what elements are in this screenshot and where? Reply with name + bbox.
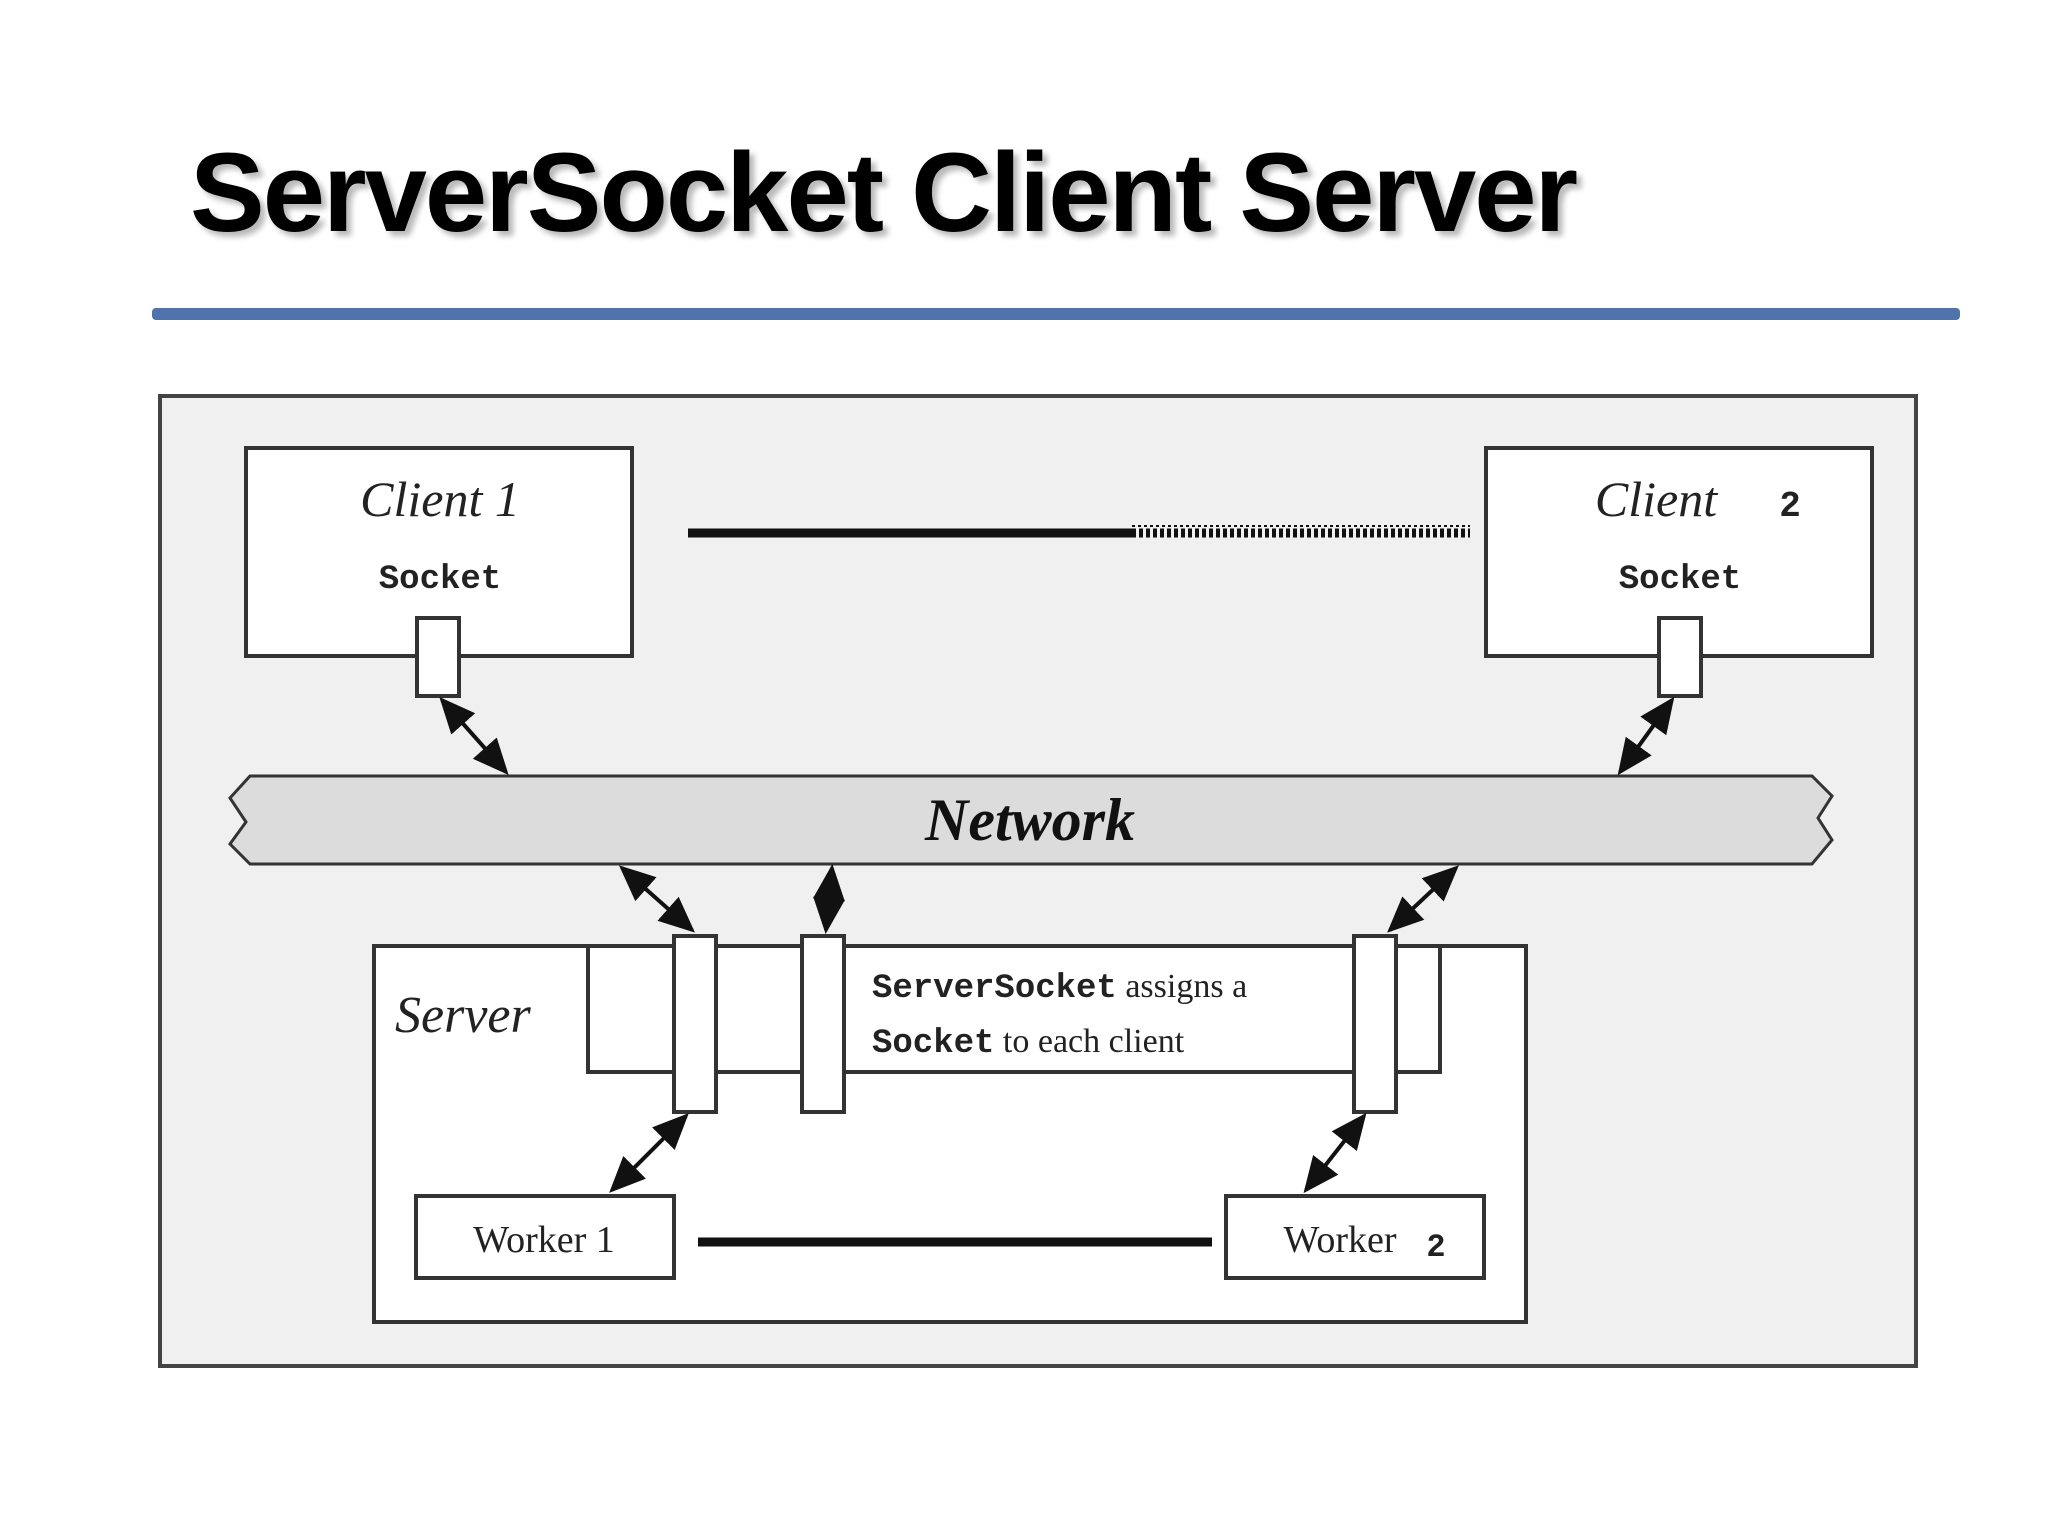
client-1-socket-label: Socket <box>379 561 501 599</box>
server-socket-worker-1 <box>672 934 718 1114</box>
server-socket-worker-2 <box>1352 934 1398 1114</box>
worker-2-number: 2 <box>1426 1229 1445 1266</box>
network-band: Network <box>228 774 1834 866</box>
client-2-box: Client 2 Socket <box>1484 446 1874 698</box>
slide-title: ServerSocket Client Server <box>190 130 1578 255</box>
server-listening-socket <box>800 934 846 1114</box>
server-label: Server <box>395 987 531 1044</box>
server-note-text-1: assigns a <box>1117 968 1247 1005</box>
client-2-socket <box>1657 616 1703 698</box>
client-1-label: Client 1 <box>360 471 520 527</box>
network-listening-socket-arrow <box>812 864 846 934</box>
title-divider <box>152 308 1960 320</box>
socket-worker-1-arrow <box>609 1113 689 1193</box>
worker-1-label: Worker 1 <box>473 1219 615 1261</box>
server-note-text-2: to each client <box>994 1023 1184 1060</box>
worker-2-box: Worker 2 <box>1224 1194 1486 1280</box>
server-note-code-2: Socket <box>872 1025 994 1063</box>
worker-2-label: Worker <box>1284 1219 1397 1261</box>
network-label: Network <box>924 787 1135 853</box>
client-1-socket <box>415 616 461 698</box>
client-2-label: Client <box>1595 471 1718 527</box>
socket-worker-2-arrow <box>1303 1112 1367 1194</box>
server-socket-panel <box>586 944 1442 1074</box>
client-2-network-arrow <box>1617 696 1675 776</box>
client-2-number: 2 <box>1779 486 1801 527</box>
client-2-socket-label: Socket <box>1619 561 1741 599</box>
network-server-socket-2-arrow <box>1387 865 1459 933</box>
network-server-socket-1-arrow <box>619 865 695 933</box>
worker-1-box: Worker 1 <box>414 1194 676 1280</box>
client-1-network-arrow <box>439 697 509 775</box>
server-note-code-1: ServerSocket <box>872 970 1117 1008</box>
server-note-line-2: Socket to each client <box>872 1023 1185 1063</box>
server-note-line-1: ServerSocket assigns a <box>872 968 1247 1008</box>
client-1-box: Client 1 Socket <box>244 446 634 698</box>
